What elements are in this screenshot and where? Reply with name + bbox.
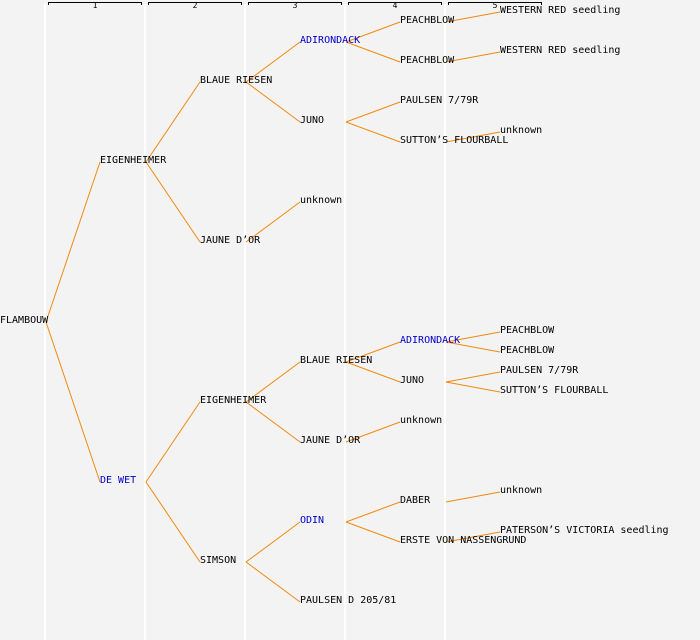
generation-label: 2 bbox=[192, 1, 198, 10]
pedigree-node[interactable]: JUNO bbox=[300, 115, 325, 126]
generation-label: 1 bbox=[92, 1, 98, 10]
pedigree-node[interactable]: FLAMBOUW bbox=[0, 315, 49, 326]
pedigree-node[interactable]: unknown bbox=[500, 125, 543, 136]
pedigree-node[interactable]: PEACHBLOW bbox=[500, 345, 555, 356]
pedigree-node[interactable]: PEACHBLOW bbox=[500, 325, 555, 336]
pedigree-node[interactable]: PEACHBLOW bbox=[400, 55, 455, 66]
pedigree-edge bbox=[345, 21, 401, 43]
pedigree-edge bbox=[45, 161, 101, 323]
pedigree-node[interactable]: JAUNE D’OR bbox=[300, 435, 361, 446]
pedigree-edge bbox=[145, 481, 201, 563]
pedigree-node[interactable]: unknown bbox=[400, 415, 443, 426]
generation-separator bbox=[144, 4, 146, 640]
pedigree-node[interactable]: JAUNE D’OR bbox=[200, 235, 261, 246]
pedigree-edge bbox=[445, 11, 501, 23]
pedigree-edge bbox=[245, 401, 301, 443]
pedigree-node[interactable]: SUTTON’S FLOURBALL bbox=[500, 385, 609, 396]
pedigree-node[interactable]: PATERSON’S VICTORIA seedling bbox=[500, 525, 669, 536]
pedigree-node[interactable]: JUNO bbox=[400, 375, 425, 386]
pedigree-node[interactable]: ADIRONDACK bbox=[300, 35, 361, 46]
pedigree-edge bbox=[45, 321, 101, 483]
pedigree-edge bbox=[345, 41, 401, 63]
generation-separator bbox=[44, 4, 46, 640]
pedigree-edge bbox=[345, 421, 401, 443]
pedigree-node[interactable]: WESTERN RED seedling bbox=[500, 45, 621, 56]
pedigree-edge bbox=[145, 81, 201, 163]
pedigree-node[interactable]: SUTTON’S FLOURBALL bbox=[400, 135, 509, 146]
pedigree-edge bbox=[445, 491, 501, 503]
generation-bracket bbox=[148, 2, 242, 5]
pedigree-node[interactable]: SIMSON bbox=[200, 555, 237, 566]
pedigree-node[interactable]: DE WET bbox=[100, 475, 137, 486]
pedigree-node[interactable]: unknown bbox=[300, 195, 343, 206]
pedigree-edge bbox=[345, 341, 401, 363]
pedigree-node[interactable]: PAULSEN D 205/81 bbox=[300, 595, 397, 606]
pedigree-edge bbox=[445, 341, 501, 353]
pedigree-node[interactable]: DABER bbox=[400, 495, 431, 506]
generation-bracket bbox=[348, 2, 442, 5]
pedigree-edge bbox=[245, 81, 301, 123]
pedigree-edge bbox=[345, 121, 401, 143]
pedigree-edge bbox=[245, 41, 301, 83]
pedigree-edge bbox=[445, 371, 501, 383]
pedigree-node[interactable]: BLAUE RIESEN bbox=[200, 75, 273, 86]
pedigree-edge bbox=[145, 401, 201, 483]
pedigree-edge bbox=[445, 531, 501, 543]
pedigree-node[interactable]: ERSTE VON NASSENGRUND bbox=[400, 535, 527, 546]
pedigree-edge bbox=[445, 381, 501, 393]
pedigree-edge bbox=[345, 521, 401, 543]
generation-label: 3 bbox=[292, 1, 298, 10]
generation-separator bbox=[244, 4, 246, 640]
generation-bracket bbox=[48, 2, 142, 5]
generation-separator bbox=[344, 4, 346, 640]
pedigree-node[interactable]: WESTERN RED seedling bbox=[500, 5, 621, 16]
pedigree-edge bbox=[245, 521, 301, 563]
pedigree-node[interactable]: PAULSEN 7/79R bbox=[400, 95, 479, 106]
generation-bracket bbox=[248, 2, 342, 5]
pedigree-node[interactable]: ADIRONDACK bbox=[400, 335, 461, 346]
pedigree-edge bbox=[145, 161, 201, 243]
pedigree-node[interactable]: PAULSEN 7/79R bbox=[500, 365, 579, 376]
generation-label: 5 bbox=[492, 1, 498, 10]
pedigree-edge bbox=[245, 201, 301, 243]
generation-bracket bbox=[448, 2, 542, 5]
pedigree-edge bbox=[445, 51, 501, 63]
pedigree-node[interactable]: BLAUE RIESEN bbox=[300, 355, 373, 366]
pedigree-node[interactable]: EIGENHEIMER bbox=[200, 395, 267, 406]
pedigree-edge bbox=[345, 501, 401, 523]
pedigree-edge bbox=[245, 361, 301, 403]
pedigree-node[interactable]: unknown bbox=[500, 485, 543, 496]
pedigree-edge bbox=[445, 331, 501, 343]
pedigree-edge bbox=[345, 101, 401, 123]
pedigree-edge bbox=[445, 131, 501, 143]
generation-separator bbox=[444, 4, 446, 640]
pedigree-node[interactable]: PEACHBLOW bbox=[400, 15, 455, 26]
generation-label: 4 bbox=[392, 1, 398, 10]
pedigree-edge bbox=[245, 561, 301, 603]
pedigree-node[interactable]: ODIN bbox=[300, 515, 325, 526]
pedigree-edge bbox=[345, 361, 401, 383]
pedigree-node[interactable]: EIGENHEIMER bbox=[100, 155, 167, 166]
